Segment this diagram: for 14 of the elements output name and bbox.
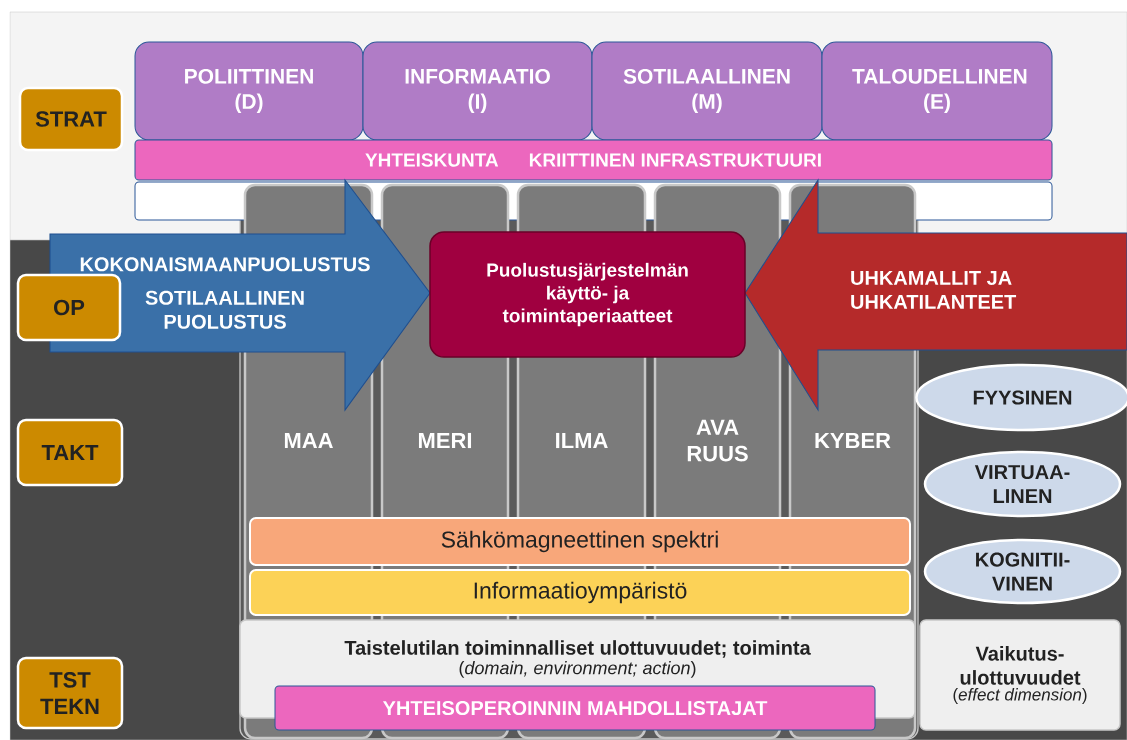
enabler-band: YHTEISOPEROINNIN MAHDOLLISTAJAT — [274, 685, 876, 731]
domain-box: POLIITTINEN (D) — [134, 41, 364, 141]
domain-box: TALOUDELLINEN (E) — [821, 41, 1053, 141]
environment-band: Informaatioympäristö — [249, 569, 911, 616]
dimension-box: Vaikutus- ulottuvuudet (effect dimension) — [919, 619, 1121, 731]
domain-box: SOTILAALLINEN (M) — [591, 41, 823, 141]
principles-box: Puolustusjärjestelmän käyttö- ja toimintaperiaatteet — [429, 231, 746, 358]
domain-box: INFORMAATIO (I) — [362, 41, 593, 141]
level-button: OP — [16, 273, 122, 342]
band: YHTEISKUNTA KRIITTINEN INFRASTRUKTUURI — [134, 139, 1053, 181]
spectrum-band: Sähkömagneettinen spektri — [249, 517, 911, 566]
level-button: TAKT — [16, 418, 124, 487]
level-button: STRAT — [18, 86, 124, 152]
level-button: TST TEKN — [16, 656, 124, 730]
